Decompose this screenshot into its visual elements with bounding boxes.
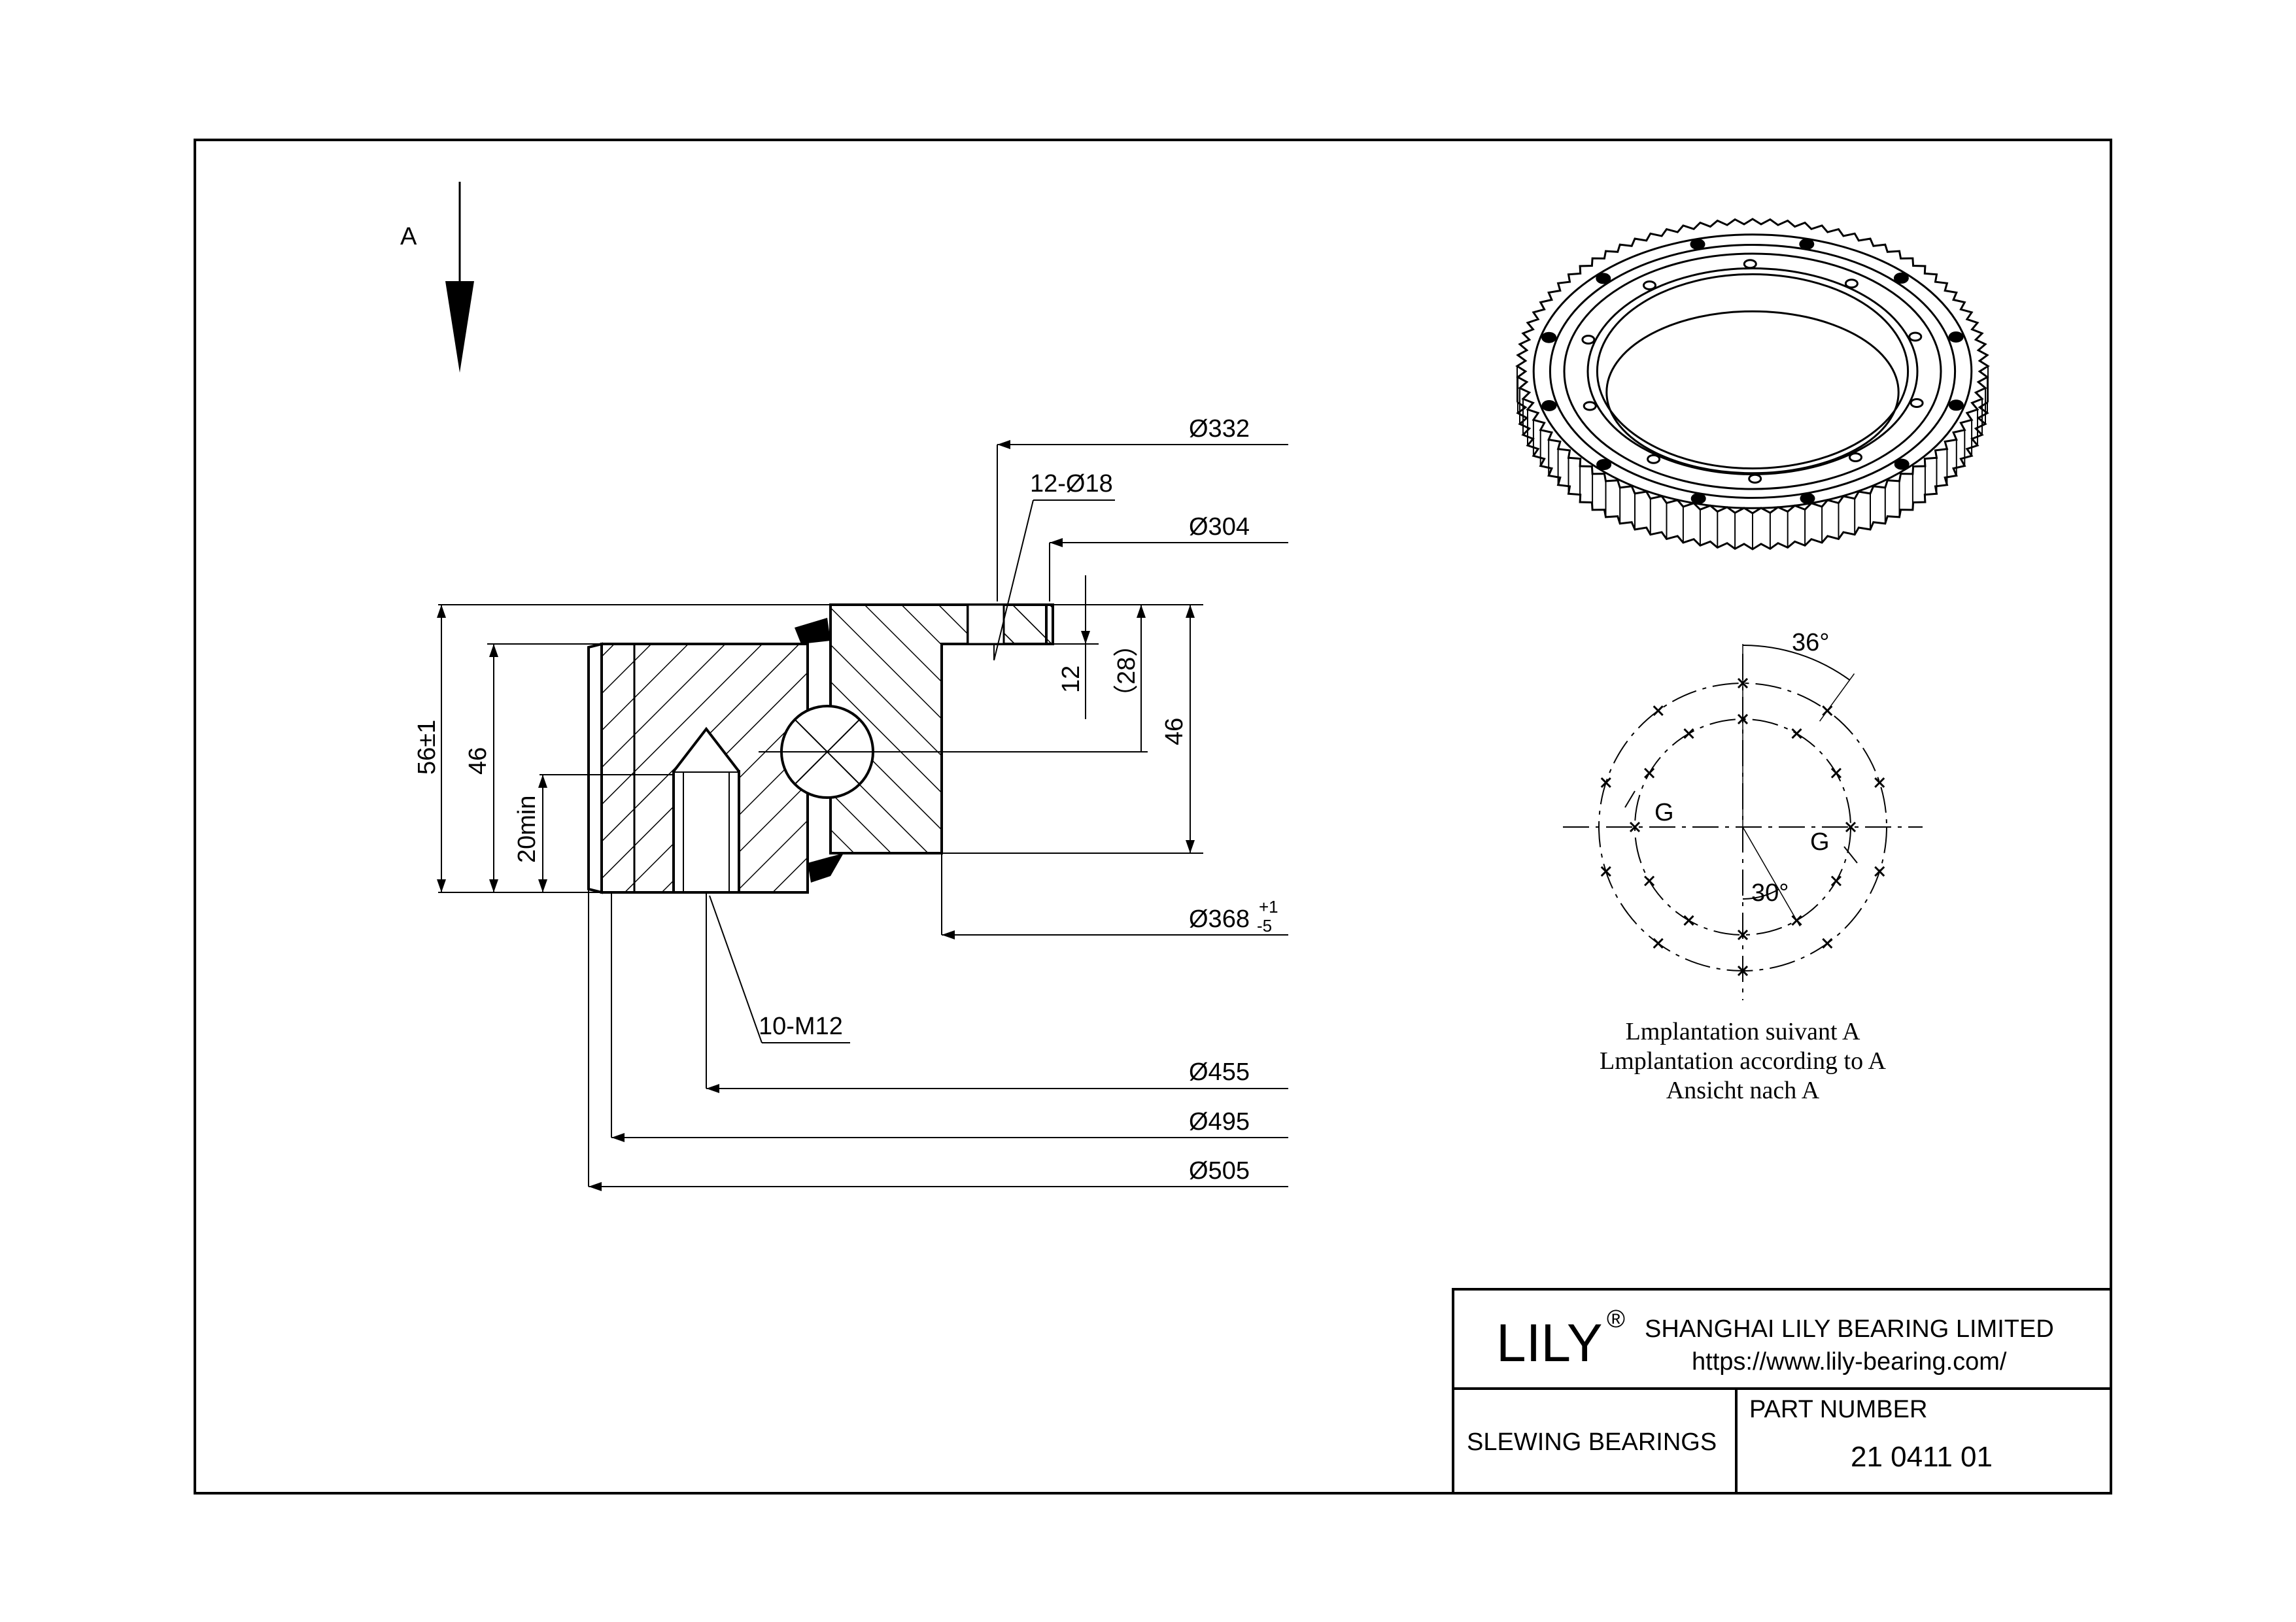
part-number-value: 21 0411 01	[1851, 1441, 1993, 1473]
angle-36: 36°	[1792, 629, 1829, 656]
dim-d332: Ø332	[1189, 415, 1250, 443]
dim-d505: Ø505	[1189, 1157, 1250, 1185]
registered-mark: ®	[1607, 1306, 1625, 1333]
dim-h46-left: 46	[464, 747, 492, 775]
dim-d495: Ø495	[1189, 1108, 1250, 1136]
dim-h56: 56±1	[413, 720, 441, 775]
caption-de: Ansicht nach A	[1666, 1077, 1820, 1104]
outer-ring-lip	[587, 642, 603, 894]
gear-ring-illustration	[1515, 218, 1990, 550]
seal-top	[795, 618, 831, 644]
dim-d304: Ø304	[1189, 513, 1250, 541]
dim-d368-tol-upper: +1	[1259, 897, 1278, 917]
caption-en: Lmplantation according to A	[1600, 1047, 1887, 1075]
drawing-frame	[194, 139, 2112, 1495]
title-block	[1452, 1288, 2112, 1495]
dim-h46-right: 46	[1161, 718, 1188, 745]
dim-h28: （28）	[1113, 632, 1140, 709]
dim-h12: 12	[1057, 666, 1085, 693]
caption-fr: Lmplantation suivant A	[1626, 1018, 1860, 1045]
dim-d368: Ø368	[1189, 905, 1250, 933]
logo: LILY	[1496, 1313, 1603, 1373]
category-label: SLEWING BEARINGS	[1467, 1428, 1717, 1456]
hole-layout-view	[1563, 644, 1923, 1000]
label-g-right: G	[1810, 828, 1830, 856]
view-arrow-label: A	[400, 223, 417, 250]
company-name: SHANGHAI LILY BEARING LIMITED	[1645, 1315, 2054, 1343]
dim-h20min: 20min	[513, 796, 541, 864]
dim-thread-spec: 10-M12	[759, 1013, 843, 1040]
cross-section	[587, 603, 1148, 894]
label-g-left: G	[1654, 799, 1674, 826]
dim-d455: Ø455	[1189, 1058, 1250, 1086]
dim-hole-spec: 12-Ø18	[1030, 470, 1113, 498]
part-number-label: PART NUMBER	[1749, 1396, 1927, 1423]
seal-bottom	[808, 853, 844, 883]
view-arrow-a: A	[400, 182, 474, 373]
dimension-lines	[438, 444, 1288, 1187]
company-website: https://www.lily-bearing.com/	[1692, 1348, 2007, 1376]
angle-30: 30°	[1751, 879, 1789, 907]
dim-d368-tol-lower: -5	[1257, 916, 1272, 936]
